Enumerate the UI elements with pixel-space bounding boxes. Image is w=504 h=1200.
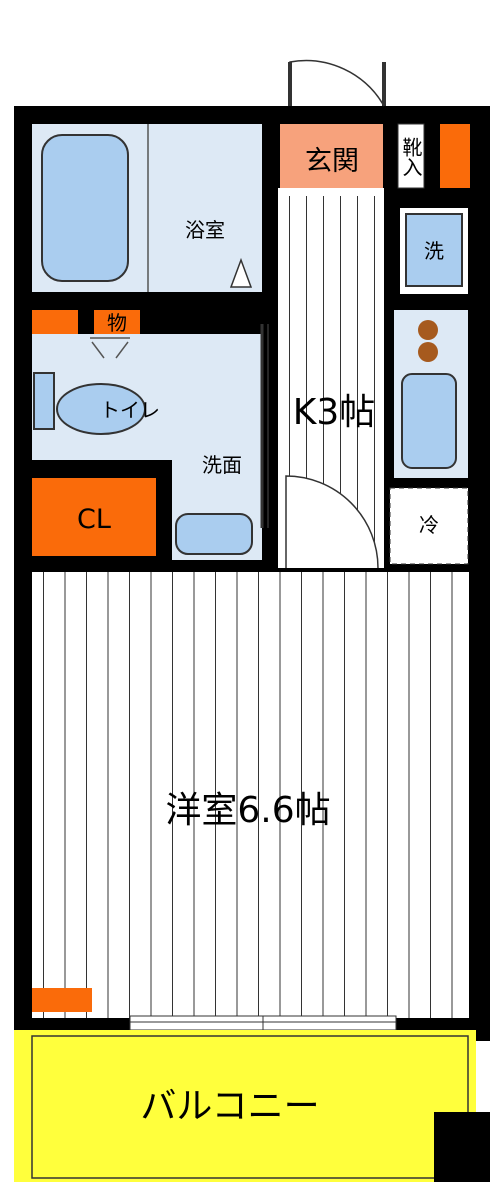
washroom-label: 洗面: [202, 453, 242, 477]
closet-label: CL: [77, 504, 111, 535]
washer-label: 洗: [424, 239, 444, 263]
toilet-label: トイレ: [100, 398, 160, 422]
washing-machine: [405, 213, 463, 287]
shoe-cabinet: [397, 123, 425, 189]
stove-burner: [418, 320, 438, 340]
storage-label: 物: [107, 311, 127, 335]
balcony-railing: [31, 1035, 469, 1179]
balcony-pillar: [434, 1112, 490, 1182]
entrance-floor: [280, 124, 383, 188]
balcony-label: バルコニー: [140, 1086, 319, 1127]
entrance-step: [278, 188, 384, 196]
bathtub: [41, 134, 129, 282]
western-room-boards: [32, 572, 469, 1018]
drain-icon: [229, 257, 253, 288]
entrance-label: 玄関: [305, 146, 359, 177]
storage-shelf: [94, 310, 140, 334]
western-room-label: 洋室6.6帖: [165, 790, 330, 831]
stove-burner: [418, 342, 438, 362]
closet-block: [32, 478, 156, 556]
kitchen-sink: [401, 373, 457, 469]
bathroom-label: 浴室: [185, 218, 225, 242]
entrance-door-swing: [289, 59, 385, 107]
washbasin: [175, 513, 253, 555]
toilet-tank: [33, 372, 55, 430]
balcony-floor: [14, 1030, 476, 1182]
fridge-space: [389, 487, 469, 565]
shoe-cabinet-accent: [440, 124, 470, 188]
shoe-storage-label: 靴入: [399, 137, 423, 177]
storage-strip-bottom: [32, 988, 92, 1012]
fridge-label: 冷: [419, 513, 439, 537]
toilet-bowl: [56, 383, 146, 435]
kitchen-label: K3帖: [293, 392, 376, 433]
kitchen-door-swing: [285, 475, 379, 569]
storage-strip-left: [32, 310, 78, 334]
